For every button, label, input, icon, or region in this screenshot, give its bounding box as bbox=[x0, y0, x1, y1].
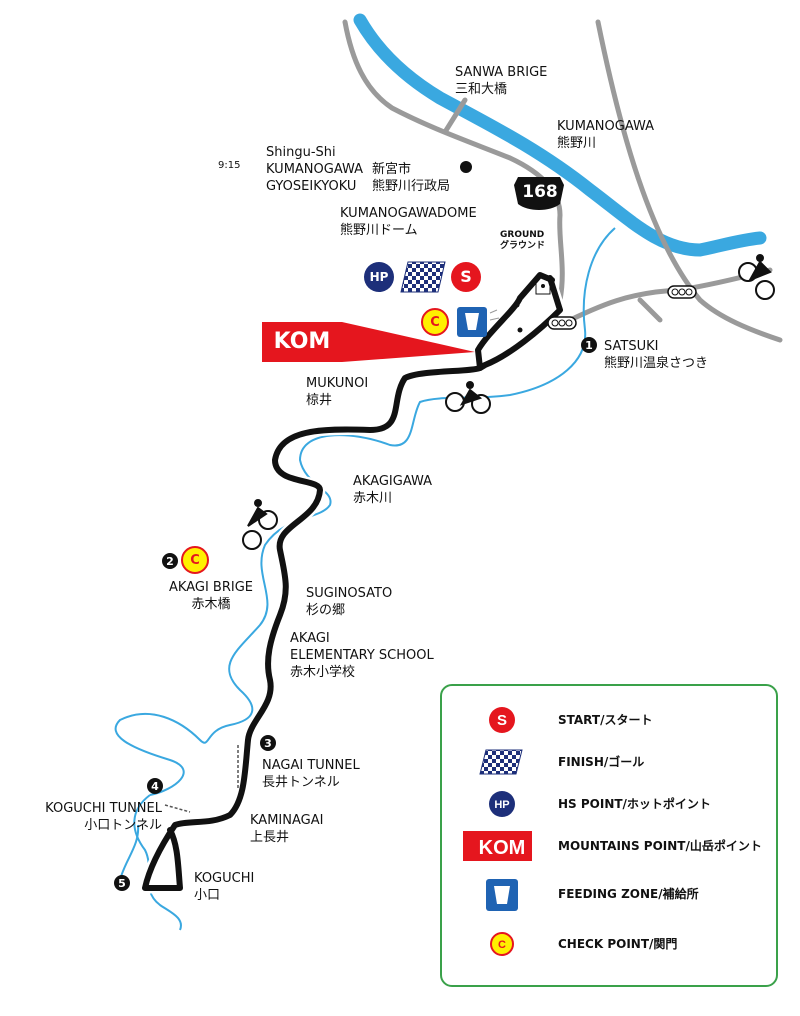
legend-box: S START/スタート FINISH/ゴール HP HS POINT/ホットポ… bbox=[440, 684, 778, 987]
ground-field bbox=[535, 277, 551, 295]
kumanogawa-river bbox=[353, 13, 767, 257]
cyclist-icon-satsuki bbox=[445, 381, 491, 414]
waypoint-4-number: 4 bbox=[151, 780, 159, 793]
kom-arrow-icon bbox=[262, 322, 475, 362]
svg-text:C: C bbox=[498, 939, 506, 951]
waypoint-3-icon bbox=[260, 735, 276, 751]
kom-arrow-label: KOM bbox=[273, 329, 331, 354]
start-icon: S bbox=[489, 707, 515, 733]
legend-label-hs-point: HS POINT/ホットポイント bbox=[558, 797, 711, 811]
legend-label-check: CHECK POINT/関門 bbox=[558, 937, 678, 951]
route-168-label: 168 bbox=[522, 182, 558, 202]
svg-text:S: S bbox=[497, 712, 507, 729]
satsuki-dot bbox=[517, 327, 523, 333]
check-marker-label-kom: C bbox=[430, 315, 440, 330]
legend-row-kom: KOM MOUNTAINS POINT/山岳ポイント bbox=[442, 828, 776, 864]
legend-label-kom: MOUNTAINS POINT/山岳ポイント bbox=[558, 839, 762, 853]
akagigawa-river bbox=[114, 227, 616, 796]
route-168-icon bbox=[514, 177, 564, 210]
dome-dot bbox=[514, 302, 520, 308]
legend-row-feeding: FEEDING ZONE/補給所 bbox=[442, 876, 776, 912]
gyoseikyoku-jp-label: 新宮市熊野川行政局 bbox=[372, 162, 451, 194]
signal-marker-east bbox=[667, 285, 697, 299]
kom-icon: KOM bbox=[463, 831, 532, 861]
start-marker-label: S bbox=[460, 267, 472, 286]
check-point-icon-kom bbox=[421, 308, 449, 336]
legend-label-finish: FINISH/ゴール bbox=[558, 755, 645, 769]
start-icon bbox=[451, 262, 481, 292]
waypoint-1-icon bbox=[581, 337, 597, 353]
check-marker-label-akagi: C bbox=[190, 553, 200, 568]
legend-label-feeding: FEEDING ZONE/補給所 bbox=[558, 887, 699, 901]
koguchi-tunnel-line bbox=[164, 804, 191, 813]
legend-label-start: START/スタート bbox=[558, 713, 653, 727]
finish-flag-icon bbox=[479, 749, 523, 775]
svg-text:KOM: KOM bbox=[479, 837, 526, 859]
waypoint-2-icon bbox=[162, 553, 178, 569]
time-label: 9:15 bbox=[218, 160, 241, 171]
cyclist-icon-akagi bbox=[242, 499, 278, 550]
check-point-icon: C bbox=[490, 932, 514, 956]
race-course bbox=[139, 272, 566, 894]
waypoint-4-icon bbox=[147, 778, 163, 794]
waypoint-2-number: 2 bbox=[166, 555, 174, 568]
legend-row-check: C CHECK POINT/関門 bbox=[442, 926, 776, 962]
signal-marker-satsuki bbox=[547, 316, 577, 330]
hp-icon bbox=[364, 262, 394, 292]
check-point-icon-akagi bbox=[181, 546, 209, 574]
waypoint-5-number: 5 bbox=[118, 877, 126, 890]
gyoseikyoku-dot bbox=[460, 161, 472, 173]
hp-marker-label: HP bbox=[369, 270, 389, 284]
cyclist-icon-east bbox=[738, 254, 775, 300]
waypoint-5-icon bbox=[114, 875, 130, 891]
waypoint-1-number: 1 bbox=[585, 339, 593, 352]
legend-row-finish: FINISH/ゴール bbox=[442, 744, 776, 780]
svg-text:HP: HP bbox=[494, 799, 509, 811]
legend-row-hs-point: HP HS POINT/ホットポイント bbox=[442, 786, 776, 822]
feeding-zone-icon-kom bbox=[457, 307, 487, 337]
hs-point-icon: HP bbox=[489, 791, 515, 817]
finish-flag-icon bbox=[400, 261, 446, 293]
waypoint-3-number: 3 bbox=[264, 737, 272, 750]
feeding-zone-icon bbox=[486, 879, 518, 911]
legend-row-start: S START/スタート bbox=[442, 702, 776, 738]
